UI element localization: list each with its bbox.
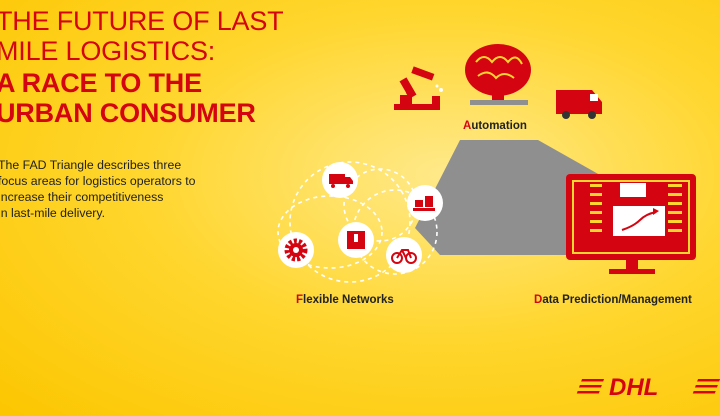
monitor-icon — [566, 174, 696, 274]
truck-icon — [322, 162, 358, 198]
brain-icon — [465, 44, 531, 105]
description: The FAD Triangle describes three focus a… — [0, 158, 196, 220]
headline-part-2: A RACE TO THE URBAN CONSUMER — [0, 68, 256, 128]
van-icon — [556, 90, 602, 119]
triangle-connector — [415, 140, 600, 255]
parcel-icon — [338, 222, 374, 258]
svg-text:DHL: DHL — [609, 374, 658, 401]
bicycle-icon — [386, 237, 422, 273]
robot-arm-icon — [394, 66, 443, 110]
headline-part-1: THE FUTURE OF LAST MILE LOGISTICS: — [0, 6, 284, 66]
dhl-logo: DHL — [576, 374, 720, 401]
pillar-flexible-networks-label: Flexible Networks — [296, 294, 394, 306]
pillar-data-prediction-label: Data Prediction/Management — [534, 294, 692, 306]
cargo-icon — [407, 185, 443, 221]
pillar-automation-label: Automation — [463, 120, 527, 132]
gear-icon — [278, 232, 314, 268]
